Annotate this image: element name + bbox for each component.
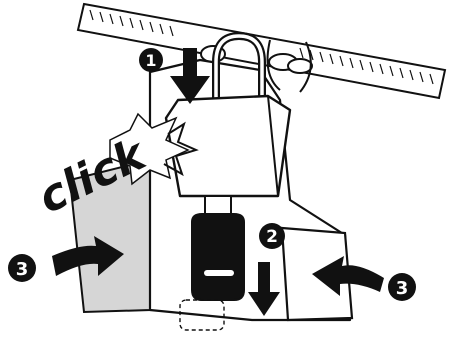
step-number-3-left: 3 [16, 259, 29, 280]
step-number-3-right: 3 [396, 278, 409, 299]
step-number-2: 2 [266, 227, 278, 247]
step-number-1: 1 [145, 51, 156, 70]
step-badge-3-right: 3 [388, 273, 416, 301]
step-badge-1: 1 [139, 48, 163, 72]
step-badge-2: 2 [259, 223, 285, 249]
step-badge-3-left: 3 [8, 254, 36, 282]
